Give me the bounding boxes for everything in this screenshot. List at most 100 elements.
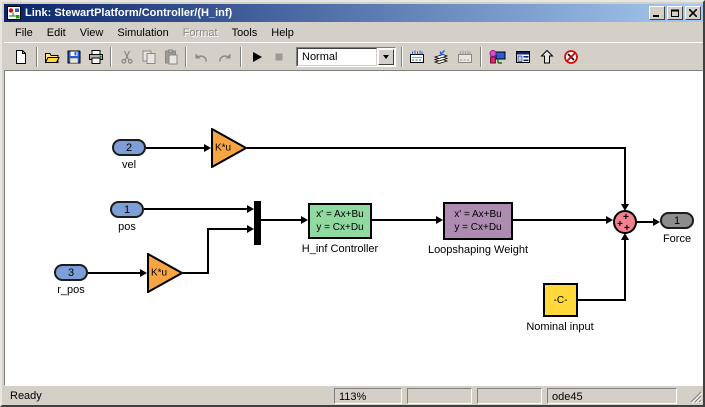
solver-name: ode45: [552, 391, 583, 403]
signal-weight-to-sum[interactable]: [513, 219, 606, 221]
loopshaping-weight-block[interactable]: x' = Ax+Bu y = Cx+Du: [443, 202, 513, 240]
gain-r-pos-block[interactable]: K*u: [147, 252, 185, 294]
undo-icon: [195, 53, 207, 62]
toolbar: Normal: [4, 42, 703, 70]
update-diagram-button[interactable]: [406, 46, 428, 68]
sum-sign-bottom: +: [624, 223, 630, 234]
nominal-input-block[interactable]: -C-: [543, 283, 578, 317]
constant-text: -C-: [553, 294, 568, 306]
incremental-build-icon: [458, 50, 472, 63]
maximize-button[interactable]: [667, 6, 683, 20]
arrowhead: [301, 216, 308, 224]
chevron-down-icon: [383, 55, 389, 59]
save-model-button[interactable]: [63, 46, 85, 68]
state-equation-2: y = Cx+Du: [454, 222, 502, 233]
arrowhead: [204, 144, 211, 152]
minimize-button[interactable]: [649, 6, 665, 20]
loopshaping-weight-label: Loopshaping Weight: [427, 244, 529, 256]
arrowhead: [247, 205, 254, 213]
library-browser-button[interactable]: [486, 46, 508, 68]
mux-block[interactable]: [254, 201, 261, 245]
simulink-model-icon: [7, 6, 21, 20]
statusbar: Ready 113% ode45: [4, 387, 703, 405]
inport-vel-label: vel: [121, 159, 137, 171]
signal-gain-vel-to-sum-v[interactable]: [624, 147, 626, 204]
titlebar[interactable]: Link: StewartPlatform/Controller/(H_inf): [4, 4, 703, 22]
sum-block[interactable]: + + +: [613, 210, 637, 234]
undo-button: [190, 46, 212, 68]
inport-r-pos-label: r_pos: [57, 284, 85, 296]
signal-pos-to-mux[interactable]: [144, 208, 247, 210]
menu-view[interactable]: View: [79, 26, 104, 39]
signal-gain-r-pos-to-mux-v[interactable]: [207, 229, 209, 274]
zoom-level-panel: 113%: [334, 388, 402, 404]
outport-force-block[interactable]: 1: [660, 212, 694, 229]
inport-pos-number: 1: [123, 203, 131, 216]
simulation-mode-combo[interactable]: Normal: [296, 47, 396, 67]
gain-vel-block[interactable]: K*u: [211, 127, 249, 169]
start-simulation-button[interactable]: [246, 46, 268, 68]
menubar: File Edit View Simulation Format Tools H…: [4, 23, 703, 42]
state-equation-2: y = Cx+Du: [316, 222, 364, 233]
signal-vel-to-gain[interactable]: [146, 147, 204, 149]
redo-button: [214, 46, 236, 68]
cut-button: [116, 46, 138, 68]
arrowhead: [436, 216, 443, 224]
inport-r-pos-block[interactable]: 3: [54, 264, 88, 281]
menu-format: Format: [182, 26, 218, 39]
inport-r-pos-number: 3: [67, 266, 75, 279]
signal-gain-r-pos-to-mux-h1[interactable]: [183, 272, 209, 274]
sum-sign-top: +: [623, 212, 629, 223]
gain-triangle-icon: [211, 127, 249, 169]
new-model-button[interactable]: [10, 46, 32, 68]
status-panel-3: [477, 388, 542, 404]
gain-r-pos-text: K*u: [151, 267, 168, 279]
close-button[interactable]: [685, 6, 701, 20]
signal-sum-to-force[interactable]: [637, 221, 653, 223]
signal-r-pos-to-gain[interactable]: [88, 272, 140, 274]
build-stack-button[interactable]: [430, 46, 452, 68]
h-inf-controller-label: H_inf Controller: [301, 243, 379, 255]
cut-icon: [121, 50, 133, 64]
signal-mux-to-controller[interactable]: [261, 219, 301, 221]
menu-simulation[interactable]: Simulation: [117, 26, 169, 39]
window-title: Link: StewartPlatform/Controller/(H_inf): [25, 7, 233, 19]
arrowhead: [653, 218, 660, 226]
simulation-mode-value: Normal: [297, 48, 377, 66]
resize-grip[interactable]: [690, 391, 702, 403]
signal-gain-vel-to-sum-h[interactable]: [247, 147, 625, 149]
debug-icon: [564, 50, 578, 64]
menu-file[interactable]: File: [15, 26, 33, 39]
model-browser-icon: [516, 51, 530, 63]
inport-vel-block[interactable]: 2: [112, 139, 146, 156]
model-browser-button[interactable]: [512, 46, 534, 68]
menu-help[interactable]: Help: [271, 26, 294, 39]
state-equation-1: x' = Ax+Bu: [316, 209, 364, 220]
combo-dropdown-button[interactable]: [378, 49, 394, 65]
signal-nominal-to-sum-h[interactable]: [578, 299, 626, 301]
arrowhead: [606, 216, 613, 224]
go-to-parent-button[interactable]: [536, 46, 558, 68]
library-browser-icon: [489, 50, 506, 64]
h-inf-controller-block[interactable]: x' = Ax+Bu y = Cx+Du: [308, 203, 372, 239]
signal-nominal-to-sum-v[interactable]: [624, 240, 626, 301]
toolbar-separator: [480, 47, 482, 67]
open-model-button[interactable]: [41, 46, 63, 68]
debug-button[interactable]: [560, 46, 582, 68]
paste-icon: [165, 49, 178, 65]
menu-tools[interactable]: Tools: [231, 26, 258, 39]
toolbar-separator: [36, 47, 38, 67]
arrowhead: [621, 204, 629, 211]
arrowhead: [140, 269, 147, 277]
inport-pos-block[interactable]: 1: [110, 201, 144, 218]
inport-vel-number: 2: [125, 141, 133, 154]
toolbar-separator: [401, 47, 403, 67]
signal-controller-to-weight[interactable]: [372, 219, 436, 221]
sum-sign-left: +: [617, 219, 623, 230]
stop-simulation-button: [268, 46, 290, 68]
signal-gain-r-pos-to-mux-h2[interactable]: [207, 228, 247, 230]
menu-edit[interactable]: Edit: [46, 26, 66, 39]
solver-panel: ode45: [547, 388, 677, 404]
print-button[interactable]: [85, 46, 107, 68]
